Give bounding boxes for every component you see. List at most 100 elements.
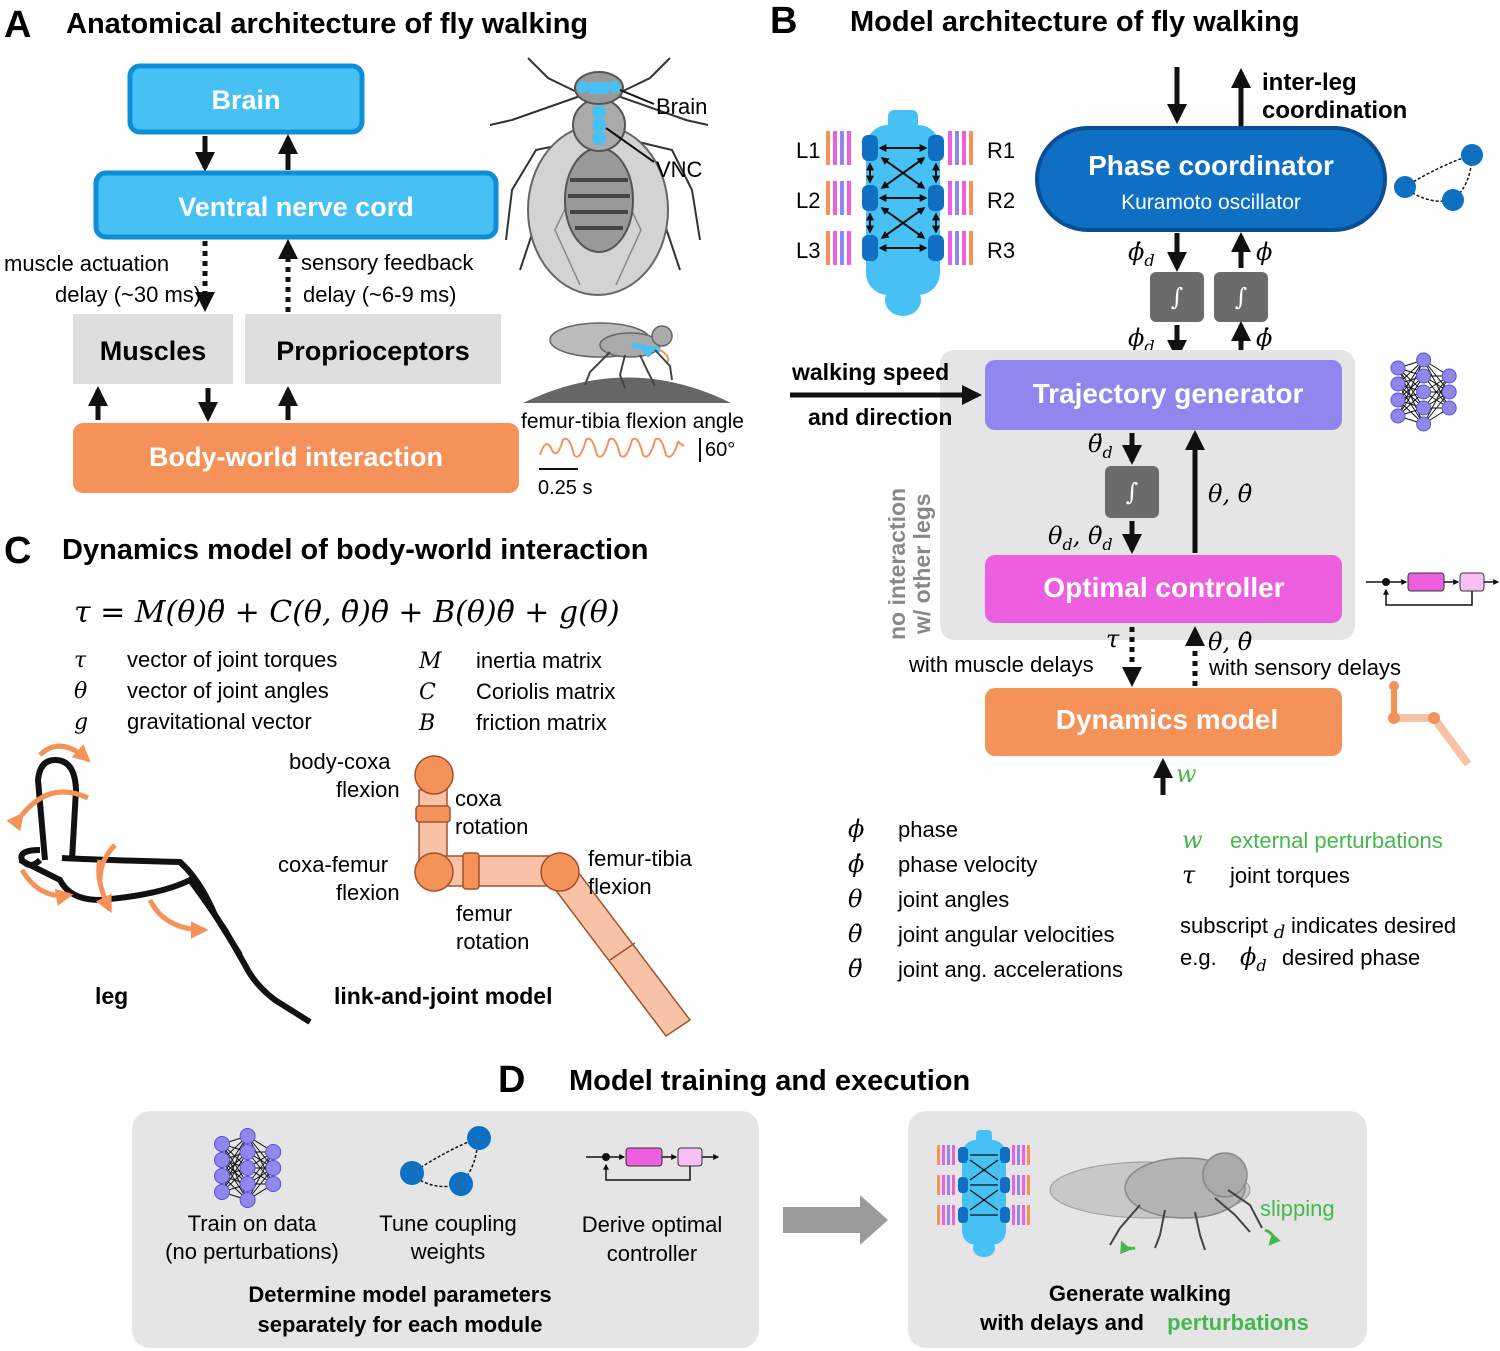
coxa-femur-line1: coxa-femur: [278, 852, 388, 877]
term-text: gravitational vector: [127, 709, 312, 734]
determine-line2: separately for each module: [258, 1312, 543, 1337]
sensory-delay-line2: delay (~6-9 ms): [303, 282, 456, 307]
neural-network-icon: [214, 1128, 282, 1208]
muscles-box: [73, 314, 233, 384]
integrator-symbol: ∫: [1126, 478, 1139, 506]
desired-phase-label: desired phase: [1282, 945, 1420, 970]
muscles-label: Muscles: [100, 336, 207, 366]
brain-box: [127, 63, 365, 135]
legend-text: phase: [898, 817, 958, 842]
eg-label: e.g.: [1180, 945, 1217, 970]
panel-d: D Model training and execution Train on …: [132, 1059, 1367, 1348]
panel-b-title: Model architecture of fly walking: [850, 6, 1300, 38]
legend-symbol: w: [1182, 826, 1203, 854]
term-text: Coriolis matrix: [476, 679, 615, 704]
walking-speed-line1: walking speed: [791, 359, 949, 385]
execution-panel: [908, 1111, 1367, 1348]
term-symbol: τ: [74, 648, 87, 673]
no-interaction-line2: w/ other legs: [909, 493, 935, 635]
legend-text: joint angular velocities: [897, 922, 1114, 947]
vnc-leg-diagram: [826, 110, 973, 316]
walking-fly-illustration: [1049, 1152, 1281, 1255]
femur-tibia-line1: femur-tibia: [588, 846, 693, 871]
legend-text: joint torques: [1229, 863, 1350, 888]
phi-d-example: ϕd: [1240, 943, 1267, 975]
slipping-label: slipping: [1260, 1196, 1335, 1221]
leg-label-r2: R2: [987, 188, 1015, 213]
legend-symbol: ϕ̇: [848, 850, 864, 878]
vnc-label: Ventral nerve cord: [178, 192, 414, 222]
integrator-theta: [1105, 466, 1159, 518]
integrator-phi: [1214, 272, 1268, 322]
walking-speed-line2: and direction: [808, 404, 952, 430]
integrator-symbol: ∫: [1171, 283, 1184, 311]
coxa-rot-line2: rotation: [455, 814, 528, 839]
leg-drawing: [6, 743, 312, 1025]
generate-line1: Generate walking: [1049, 1281, 1231, 1306]
subscript-note: subscript d indicates desired: [1180, 913, 1456, 943]
theta-sensory-label: θ, θ̇: [1208, 628, 1253, 656]
time-scale-label: 0.25 s: [538, 477, 592, 499]
fly-on-ball-illustration: [523, 322, 731, 403]
muscle-delays-label: with muscle delays: [908, 652, 1094, 677]
tau-label: τ: [1106, 625, 1120, 653]
phi-dot-label: ϕ̇: [1256, 324, 1272, 352]
coxa-rot-line1: coxa: [455, 786, 502, 811]
leg-label-r1: R1: [987, 138, 1015, 163]
leg-label-l1: L1: [796, 138, 820, 163]
panel-b: B Model architecture of fly walking: [770, 0, 1500, 983]
trajectory-generator-box: [985, 360, 1342, 430]
link-joint-label: link-and-joint model: [334, 983, 553, 1009]
controller-loop-icon: [586, 1147, 720, 1181]
panel-b-letter: B: [770, 0, 797, 42]
train-line2: (no perturbations): [165, 1239, 339, 1264]
muscle-delay-line1: muscle actuation: [4, 251, 169, 276]
brain-label: Brain: [211, 85, 280, 115]
legend-symbol: τ: [1182, 861, 1196, 889]
legend-text: external perturbations: [1230, 828, 1443, 853]
term-symbol: θ: [74, 679, 87, 704]
controller-loop-icon: [1366, 572, 1500, 606]
term-symbol: C: [419, 680, 436, 705]
train-line1: Train on data: [188, 1211, 318, 1236]
proprioceptors-label: Proprioceptors: [276, 336, 470, 366]
legend-symbol: θ̇: [848, 920, 863, 948]
theta-feedback-label: θ, θ̇: [1208, 480, 1253, 508]
coxa-femur-line2: flexion: [336, 880, 400, 905]
phase-coordinator-label: Phase coordinator: [1088, 150, 1334, 181]
perturbations-label: perturbations: [1167, 1310, 1309, 1335]
fly-vnc-label: VNC: [656, 157, 703, 182]
femur-tibia-angle-trace: [539, 437, 685, 458]
phi-dot-d-label: ϕ̇d: [1128, 238, 1155, 270]
leg-label: leg: [95, 983, 128, 1009]
femur-tibia-line2: flexion: [588, 874, 652, 899]
vnc-leg-diagram-small: [937, 1130, 1030, 1257]
femur-rot-line2: rotation: [456, 929, 529, 954]
term-symbol: B: [418, 711, 435, 736]
tune-line2: weights: [410, 1239, 486, 1264]
sensory-delays-label: with sensory delays: [1208, 655, 1401, 680]
interleg-line1: inter-leg: [1262, 69, 1357, 96]
angle-scale-label: 60°: [705, 439, 735, 461]
panel-d-letter: D: [498, 1059, 525, 1101]
link-joint-mini-icon: [1388, 681, 1472, 767]
legend-symbol: ϕ: [848, 815, 864, 843]
femur-rot-line1: femur: [456, 901, 512, 926]
panel-a-title: Anatomical architecture of fly walking: [66, 8, 588, 40]
body-world-label: Body-world interaction: [149, 442, 443, 472]
process-arrow: [783, 1195, 888, 1245]
integrator-phi-d: [1150, 272, 1204, 322]
panel-c: C Dynamics model of body-world interacti…: [4, 530, 693, 1038]
with-delays-label: with delays and: [979, 1310, 1144, 1335]
dynamics-model-label: Dynamics model: [1056, 704, 1279, 735]
fly-brain-label: Brain: [656, 94, 707, 119]
phi-label: ϕ: [1256, 238, 1272, 266]
proprioceptors-box: [245, 314, 501, 384]
tune-line1: Tune coupling: [379, 1211, 516, 1236]
term-symbol: M: [418, 649, 442, 674]
term-text: vector of joint torques: [127, 647, 337, 672]
leg-label-l3: L3: [796, 238, 820, 263]
angle-plot-title: femur-tibia flexion angle: [521, 410, 744, 433]
